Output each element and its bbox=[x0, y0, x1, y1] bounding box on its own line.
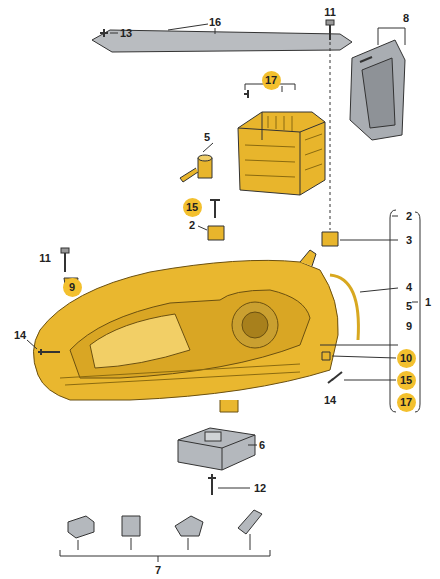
callout-number: 9 bbox=[406, 320, 412, 332]
callout-circle: 15 bbox=[397, 371, 416, 390]
callout-number: 2 bbox=[189, 219, 195, 231]
callout-number: 16 bbox=[209, 16, 221, 28]
callout-number: 14 bbox=[324, 394, 336, 406]
callout-number: 15 bbox=[186, 201, 198, 213]
callout-number: 3 bbox=[406, 234, 412, 246]
callout-number: 13 bbox=[120, 27, 132, 39]
callout-number: 6 bbox=[259, 439, 265, 451]
callout-circle: 17 bbox=[262, 71, 281, 90]
callout-number: 15 bbox=[400, 374, 412, 386]
callout-number: 2 bbox=[406, 210, 412, 222]
callout-number: 17 bbox=[265, 74, 277, 86]
callout-number: 1 bbox=[425, 296, 431, 308]
callout-number: 5 bbox=[406, 300, 412, 312]
callout-number: 17 bbox=[400, 396, 412, 408]
callout-number: 7 bbox=[155, 564, 161, 576]
callout-circle: 10 bbox=[397, 349, 416, 368]
callout-circle: 17 bbox=[397, 393, 416, 412]
callout-number: 4 bbox=[406, 281, 412, 293]
callout-number: 8 bbox=[403, 12, 409, 24]
callout-number: 11 bbox=[324, 6, 336, 18]
callout-circle: 15 bbox=[183, 198, 202, 217]
callout-number: 10 bbox=[400, 352, 412, 364]
callout-number: 5 bbox=[204, 131, 210, 143]
callout-number: 9 bbox=[69, 281, 75, 293]
callout-number: 11 bbox=[39, 252, 51, 264]
callout-number: 14 bbox=[14, 329, 26, 341]
callout-circle: 9 bbox=[63, 278, 82, 297]
callout-number: 12 bbox=[254, 482, 266, 494]
